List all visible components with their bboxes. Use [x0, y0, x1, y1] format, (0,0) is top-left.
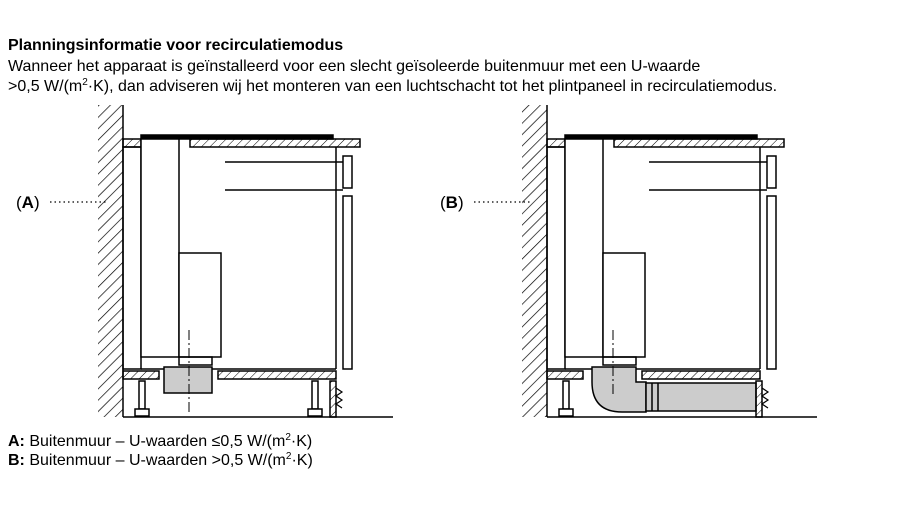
legend-key-a: A: — [8, 433, 25, 450]
label-a-open: ( — [16, 193, 22, 212]
plinth-left-b — [546, 370, 584, 380]
cabinet-legs-a — [134, 380, 323, 417]
legend-text-b-end: ·K) — [291, 452, 313, 469]
countertop-left-b — [546, 138, 566, 148]
diagram-label-a: (A) — [16, 193, 40, 212]
diagram-label-b: (B) — [440, 193, 464, 212]
diagram-b — [474, 105, 817, 418]
diagram-a — [50, 105, 393, 418]
legend-sup-a: 2 — [285, 432, 291, 443]
intro-line-2-end: ·K), dan adviseren wij het monteren van … — [87, 78, 778, 95]
label-b-open: ( — [440, 193, 446, 212]
page-title: Planningsinformatie voor recirculatiemod… — [8, 37, 344, 54]
intro-line-2-start: >0,5 W/(m — [8, 78, 83, 95]
countertop-right-b — [613, 138, 785, 148]
drawer-front-a — [342, 155, 353, 189]
drawer-front-b — [766, 155, 777, 189]
label-b-close: ) — [458, 193, 464, 212]
label-b-letter: B — [446, 193, 458, 212]
plinth-right-b — [641, 370, 761, 380]
legend-key-b: B: — [8, 452, 25, 469]
outer-wall-b — [522, 105, 547, 417]
countertop-right-a — [189, 138, 361, 148]
plinth-right-a — [217, 370, 337, 380]
cooktop-glass-a — [140, 134, 334, 140]
intro-text: Wanneer het apparaat is geïnstalleerd vo… — [8, 57, 892, 97]
plinth-clip-b — [755, 380, 763, 418]
intro-line-1: Wanneer het apparaat is geïnstalleerd vo… — [8, 58, 701, 75]
outlet-collar-a — [178, 356, 213, 366]
legend-item-a: A: Buitenmuur – U-waarden ≤0,5 W/(m2·K) — [8, 432, 313, 451]
extractor-column-b — [564, 138, 604, 358]
fan-module-a — [178, 252, 222, 358]
cabinet-door-a — [342, 195, 353, 370]
cabinet-legs-b — [558, 380, 574, 417]
legend-sup-b: 2 — [285, 451, 292, 462]
legend-text-a: Buitenmuur – U-waarden ≤0,5 W/(m — [24, 433, 286, 450]
countertop-left-a — [122, 138, 142, 148]
filter-box-a — [163, 366, 213, 394]
legend-text-a-end: ·K) — [290, 433, 313, 450]
legend-item-b: B: Buitenmuur – U-waarden >0,5 W/(m2·K) — [8, 451, 313, 470]
legend: A: Buitenmuur – U-waarden ≤0,5 W/(m2·K) … — [8, 432, 313, 470]
cabinet-door-b — [766, 195, 777, 370]
legend-text-b: Buitenmuur – U-waarden >0,5 W/(m — [24, 452, 286, 469]
plinth-left-a — [122, 370, 160, 380]
outer-wall-a — [98, 105, 123, 417]
plinth-clip-a — [329, 380, 337, 418]
duct-channel-b — [645, 382, 757, 412]
fan-module-b — [602, 252, 646, 358]
intro-superscript: 2 — [82, 77, 88, 88]
cooktop-glass-b — [564, 134, 758, 140]
label-a-close: ) — [34, 193, 40, 212]
cabinet-side-b — [546, 146, 566, 370]
outlet-collar-b — [602, 356, 637, 366]
extractor-column-a — [140, 138, 180, 358]
duct-bend-b — [591, 366, 647, 413]
label-a-letter: A — [22, 193, 34, 212]
cabinet-side-a — [122, 146, 142, 370]
